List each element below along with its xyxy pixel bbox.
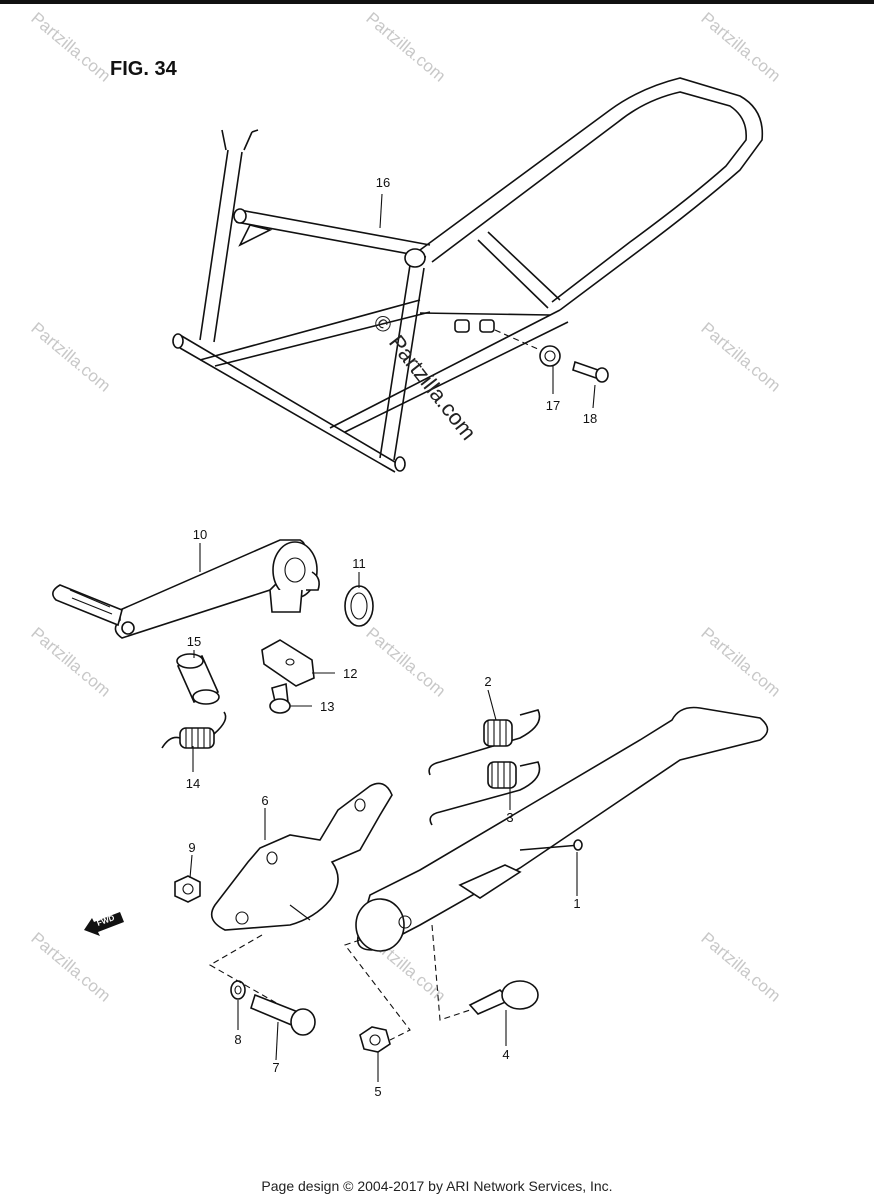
watermark-text: Partzilla.com [362,9,449,86]
watermark-text: Partzilla.com [697,9,784,86]
part-label-7: 7 [272,1060,279,1075]
part-17-collar [539,345,561,367]
part-label-6: 6 [261,793,268,808]
assembly-dash-lines [208,924,471,1041]
part-label-3: 3 [506,810,513,825]
part-label-10: 10 [193,527,207,542]
part-1-side-stand [355,706,769,952]
part-label-12: 12 [343,666,357,681]
part-label-5: 5 [374,1084,381,1099]
part-label-8: 8 [234,1032,241,1047]
part-10-lever [52,539,320,639]
part-label-14: 14 [186,776,200,791]
part-label-4: 4 [502,1047,509,1062]
part-8-washer [230,980,246,1000]
figure-title: FIG. 34 [110,58,178,80]
fwd-arrow: FWD [84,912,124,936]
part-7-bolt [250,993,316,1036]
watermark-text: Partzilla.com [27,624,114,701]
part-4-bolt [468,980,539,1015]
part-3-spring [429,761,541,826]
part-label-13: 13 [320,699,334,714]
watermark-text: Partzilla.com [362,624,449,701]
corner-watermarks: Partzilla.com Partzilla.com Partzilla.co… [27,9,784,1006]
watermark-text: Partzilla.com [697,929,784,1006]
copyright-symbol: © [368,310,398,338]
part-5-nut [359,1026,391,1053]
leader-dash [494,329,541,351]
watermark-text: Partzilla.com [697,624,784,701]
part-9-nut [174,875,201,903]
part-label-9: 9 [188,840,195,855]
watermark-text: Partzilla.com [697,319,784,396]
top-border [0,0,874,4]
part-16-stand-frame [172,77,764,473]
part-label-16: 16 [376,175,390,190]
part-label-18: 18 [583,411,597,426]
part-2-spring [428,709,541,776]
watermark-text: Partzilla.com [27,929,114,1006]
watermark-text: Partzilla.com [27,319,114,396]
part-label-17: 17 [546,398,560,413]
part-label-15: 15 [187,634,201,649]
part-label-1: 1 [573,896,580,911]
part-13-screw [269,682,291,714]
part-labels: 16 17 18 10 11 15 12 13 14 2 3 6 9 1 4 5… [186,175,597,1099]
part-11-washer [344,585,374,627]
part-15-collar [176,653,220,705]
footer-credit: Page design © 2004-2017 by ARI Network S… [261,1178,613,1194]
part-14-spring [161,711,227,749]
leader-lines [189,193,596,1082]
part-6-bracket [210,782,393,931]
part-12-bracket [261,639,315,687]
watermark-text: Partzilla.com [27,9,114,86]
part-label-11: 11 [352,556,366,571]
part-label-2: 2 [484,674,491,689]
part-18-bolt [572,360,609,383]
